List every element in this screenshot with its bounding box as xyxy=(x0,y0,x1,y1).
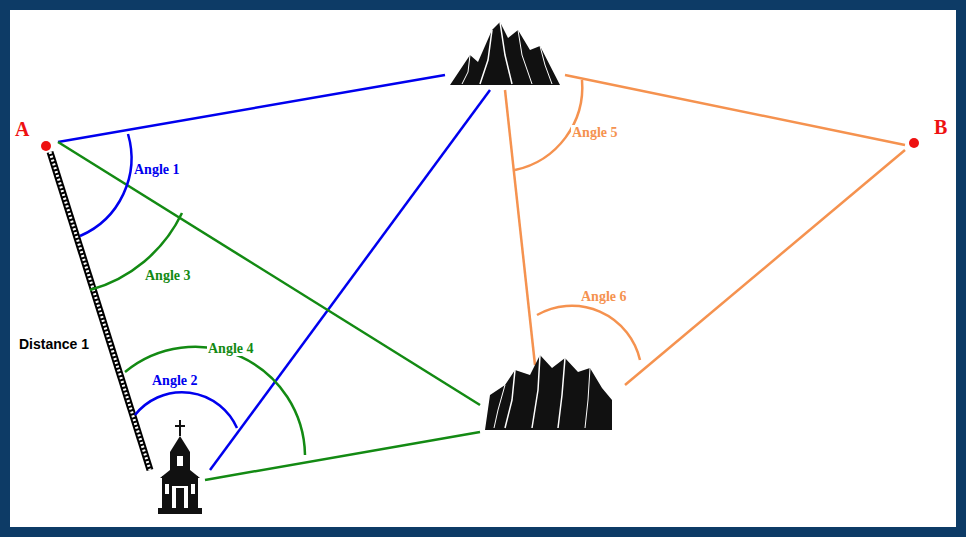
distance-ladder-rungs xyxy=(50,152,150,470)
mountain-icon xyxy=(450,22,560,85)
angle-arc xyxy=(135,392,237,428)
sight-line xyxy=(210,90,490,470)
distance-label: Distance 1 xyxy=(18,337,90,352)
angle-label: Angle 2 xyxy=(151,373,199,388)
angle-label: Angle 1 xyxy=(133,162,181,177)
sight-line xyxy=(205,432,480,480)
angle-label: Angle 5 xyxy=(571,125,619,140)
point-label: A xyxy=(14,118,30,140)
angle-arc xyxy=(125,347,305,455)
angle-arc xyxy=(80,134,131,236)
point-dot xyxy=(41,141,51,151)
mountain-icon xyxy=(485,355,612,430)
sight-line xyxy=(625,150,905,385)
distance-ladder xyxy=(50,152,150,470)
sight-line xyxy=(58,75,445,142)
sight-line xyxy=(505,90,535,365)
angle-label: Angle 4 xyxy=(207,341,255,356)
point-label: B xyxy=(933,116,948,138)
sight-line xyxy=(565,75,905,145)
sight-line xyxy=(58,142,480,405)
point-dot xyxy=(909,138,919,148)
church-icon xyxy=(158,420,202,514)
angle-label: Angle 6 xyxy=(580,289,628,304)
angle-label: Angle 3 xyxy=(144,268,192,283)
angle-arc xyxy=(537,306,640,360)
